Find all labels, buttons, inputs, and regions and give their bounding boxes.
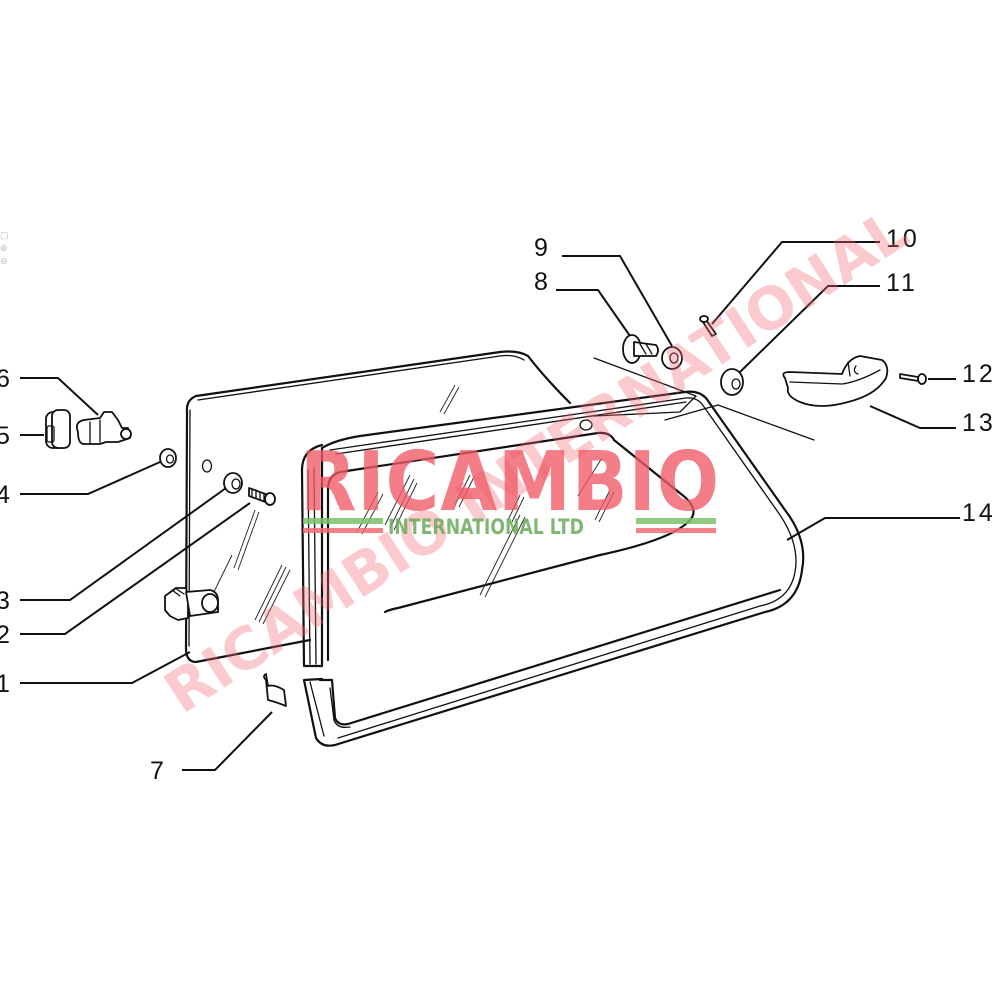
body-reference-lines xyxy=(593,357,815,441)
callout-5: 5 xyxy=(0,422,13,450)
zoom-in-icon[interactable]: ⊕ xyxy=(0,243,8,253)
callout-3: 3 xyxy=(0,587,13,615)
part-11-bushing[interactable] xyxy=(720,368,744,396)
leader-lines xyxy=(20,241,960,771)
callout-1: 1 xyxy=(0,670,13,698)
part-3-grommet[interactable] xyxy=(223,472,243,494)
callout-12: 12 xyxy=(962,360,996,388)
callout-2: 2 xyxy=(0,621,13,649)
part-13-latch-handle[interactable] xyxy=(782,355,889,407)
callout-6: 6 xyxy=(0,365,13,393)
zoom-out-icon[interactable]: ⊖ xyxy=(0,256,8,266)
fit-window-icon[interactable]: ▢ xyxy=(0,230,9,240)
viewer-toolbar: ▢ ⊕ ⊖ xyxy=(0,230,14,269)
glass-latch xyxy=(164,587,219,621)
watermark-stripe-red-right xyxy=(636,528,716,533)
part-6-hinge-bracket[interactable] xyxy=(75,411,132,445)
part-5-cover-cap[interactable] xyxy=(45,409,71,449)
callout-labels: 6 5 4 3 2 1 7 8 9 10 11 12 13 14 xyxy=(0,225,996,785)
part-7-clip[interactable] xyxy=(263,673,287,707)
callout-11: 11 xyxy=(886,269,918,297)
part-9-washer[interactable] xyxy=(661,346,683,370)
part-2-screw[interactable] xyxy=(248,487,276,506)
part-1-glass-panel[interactable] xyxy=(184,350,572,664)
callout-14: 14 xyxy=(962,499,996,527)
watermark-stripe-green-right xyxy=(636,518,716,524)
callout-9: 9 xyxy=(534,234,551,262)
callout-7: 7 xyxy=(150,757,167,785)
watermark-main-text: RICAMBIO xyxy=(300,435,720,530)
watermark-stripe-red-left xyxy=(303,528,383,533)
watermark-sub-text: INTERNATIONAL LTD xyxy=(388,515,584,539)
callout-13: 13 xyxy=(962,409,996,437)
part-12-screw[interactable] xyxy=(899,373,927,385)
part-8-pivot-bolt[interactable] xyxy=(622,334,659,364)
part-10-pin[interactable] xyxy=(699,315,717,337)
watermark-stripe-green-left xyxy=(303,518,383,524)
callout-10: 10 xyxy=(886,225,920,253)
part-4-washer[interactable] xyxy=(159,448,177,468)
callout-8: 8 xyxy=(534,268,551,296)
callout-4: 4 xyxy=(0,481,13,509)
